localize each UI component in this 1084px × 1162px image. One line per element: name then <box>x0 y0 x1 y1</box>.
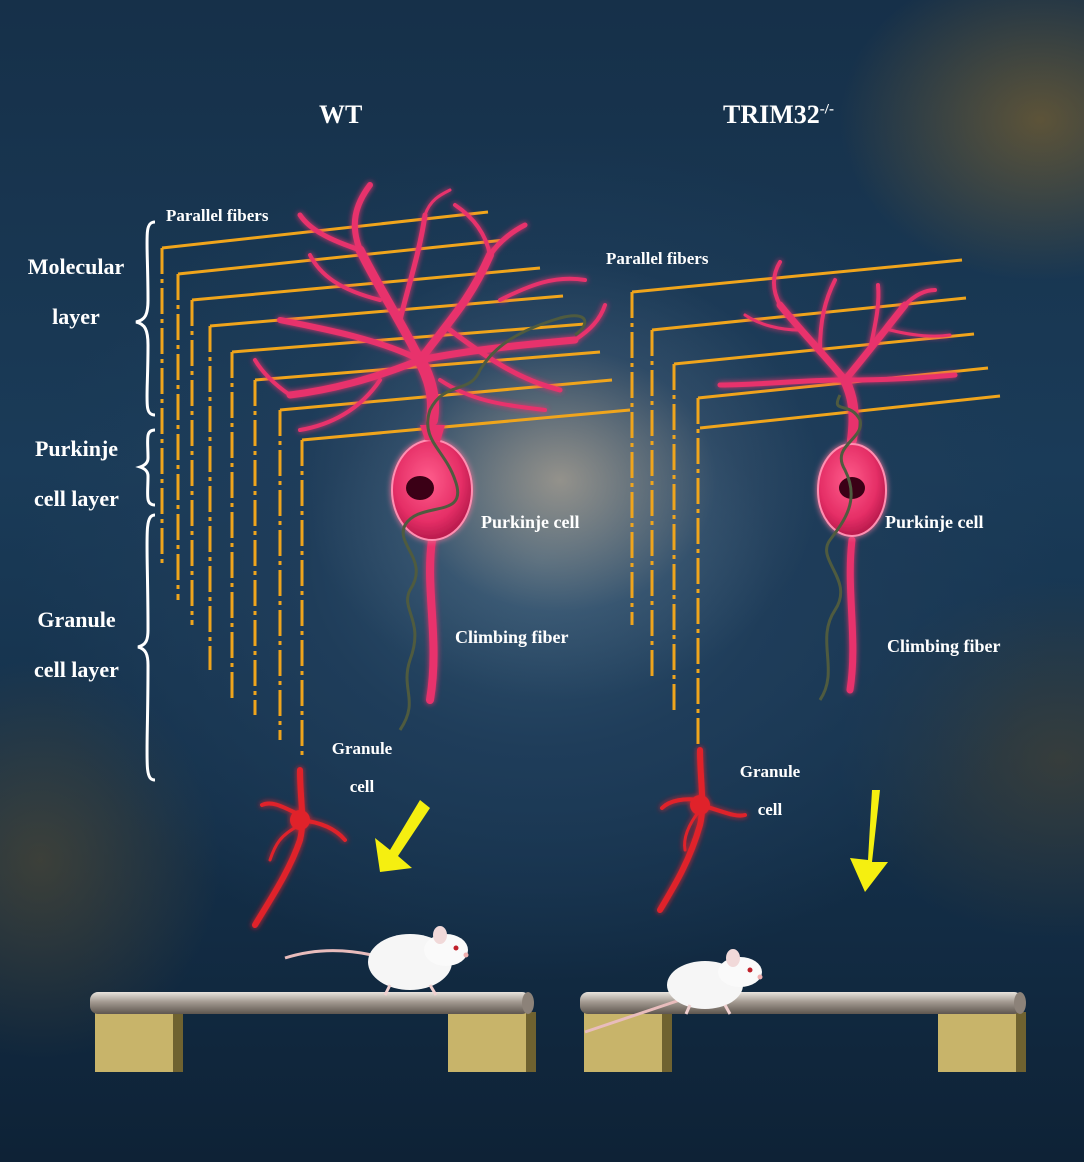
wt-granule-axons <box>160 248 304 760</box>
wt-climbing-fiber <box>398 314 587 731</box>
ko-granule-cell <box>657 747 747 913</box>
ko-parallel-fibers-label: Parallel fibers <box>606 249 709 268</box>
ko-beam-apparatus <box>580 992 1026 1072</box>
ko-title: TRIM32-/- <box>723 100 834 130</box>
wt-arrow <box>375 800 430 872</box>
ko-climbing-fiber-label: Climbing fiber <box>887 636 1001 656</box>
wt-purkinje-cell-label: Purkinje cell <box>481 512 580 532</box>
layer-brackets <box>135 220 156 782</box>
wt-title: WT <box>319 100 363 129</box>
wt-purkinje-cell <box>253 182 607 704</box>
wt-parallel-fibers-label: Parallel fibers <box>166 206 269 225</box>
molecular-layer-label: Molecular layer <box>27 254 125 329</box>
ko-mouse <box>584 949 763 1034</box>
wt-climbing-fiber-label: Climbing fiber <box>455 627 569 647</box>
wt-mouse <box>284 926 469 996</box>
ko-arrow <box>850 790 888 892</box>
ko-purkinje-cell-label: Purkinje cell <box>885 512 984 532</box>
ko-granule-cell-label: Granule cell <box>739 762 801 819</box>
wt-granule-cell <box>252 767 347 928</box>
wt-beam-apparatus <box>90 992 536 1072</box>
ko-title-superscript: -/- <box>819 101 834 118</box>
purkinje-cell-layer-label: Purkinje cell layer <box>34 436 119 511</box>
granule-cell-layer-label: Granule cell layer <box>34 607 119 682</box>
ko-title-base: TRIM32 <box>723 100 820 129</box>
ko-granule-axons <box>630 292 700 745</box>
wt-granule-cell-label: Granule cell <box>331 739 393 796</box>
ko-climbing-fiber <box>818 394 862 701</box>
ko-purkinje-cell <box>717 260 958 694</box>
